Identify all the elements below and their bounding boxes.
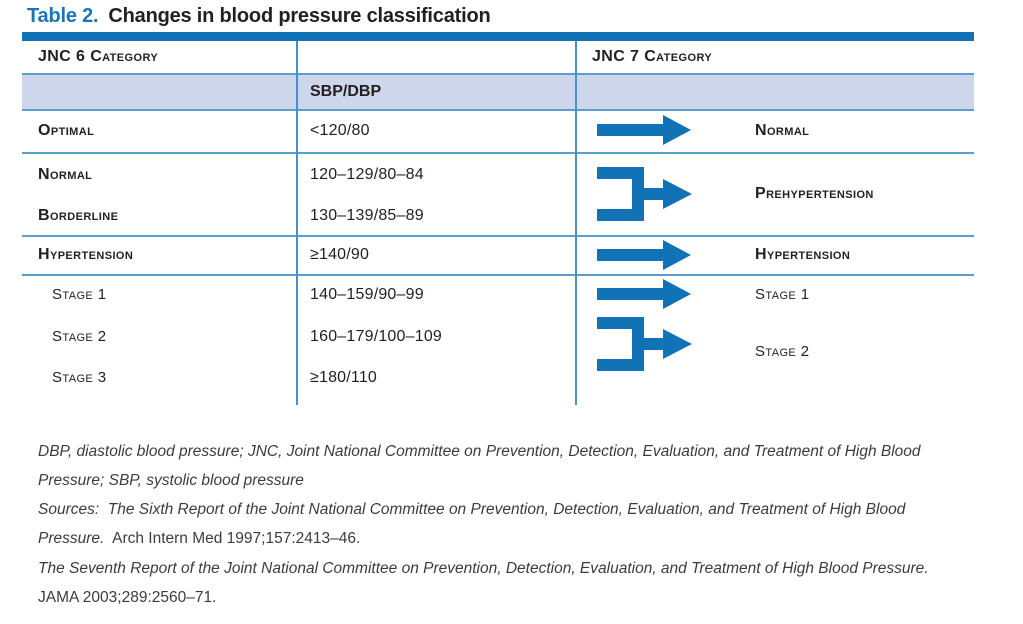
jnc6-optimal: Optimal [38, 122, 95, 139]
rule-below-shaded-band [22, 109, 974, 111]
straight-arrow-optimal-to-normal [597, 115, 691, 145]
value-stage-1: 140–159/90–99 [310, 286, 424, 303]
merge-arrow-stage2-stage3-to-stage2 [597, 317, 692, 371]
rule-below-header [22, 73, 974, 75]
table-number-label: Table 2. [27, 5, 99, 27]
value-stage-2: 160–179/100–109 [310, 328, 443, 345]
header-jnc6-category: JNC 6 Category [38, 48, 159, 65]
jnc7-normal: Normal [755, 122, 810, 139]
jnc7-hypertension: Hypertension [755, 246, 851, 263]
table-top-bar [22, 32, 974, 41]
jnc7-prehypertension: Prehypertension [755, 185, 874, 202]
rule-below-optimal [22, 152, 974, 154]
jnc6-stage-3: Stage 3 [52, 369, 107, 386]
value-stage-3: ≥180/110 [310, 369, 378, 386]
header-sbp-dbp: SBP/DBP [310, 83, 382, 100]
footnote-abbreviations-text: DBP, diastolic blood pressure; JNC, Join… [38, 443, 925, 489]
jnc6-stage-1: Stage 1 [52, 286, 107, 303]
jnc6-hypertension: Hypertension [38, 246, 134, 263]
rule-below-hypertension [22, 274, 974, 276]
footnote-seventh-title: The Seventh Report of the Joint National… [38, 560, 929, 577]
value-optimal: <120/80 [310, 122, 370, 139]
straight-arrow-hypertension-to-hypertension [597, 240, 691, 270]
table-title-text: Changes in blood pressure classification [108, 5, 491, 27]
column-divider-2 [575, 41, 577, 405]
jnc7-stage-2: Stage 2 [755, 343, 810, 360]
header-jnc7-category: JNC 7 Category [592, 48, 713, 65]
footnote-abbreviations: DBP, diastolic blood pressure; JNC, Join… [38, 438, 956, 495]
rule-below-borderline [22, 235, 974, 237]
jnc6-stage-2: Stage 2 [52, 328, 107, 345]
footnote-seventh-citation: JAMA 2003;289:2560–71. [38, 560, 938, 606]
footnote-sources-title: Sources: The Sixth Report of the Joint N… [38, 501, 910, 547]
jnc6-normal: Normal [38, 166, 93, 183]
table-title: Table 2. Changes in blood pressure classi… [27, 5, 491, 28]
sbp-dbp-shaded-band [22, 75, 974, 109]
footnote-sources-citation: Arch Intern Med 1997;157:2413–46. [104, 529, 361, 547]
column-divider-1 [296, 41, 298, 405]
straight-arrow-stage1-to-stage1 [597, 279, 691, 309]
merge-arrow-normal-borderline-to-prehypertension [597, 167, 692, 221]
footnote-sources: Sources: The Sixth Report of the Joint N… [38, 496, 956, 553]
jnc7-stage-1: Stage 1 [755, 286, 810, 303]
value-normal: 120–129/80–84 [310, 166, 424, 183]
value-borderline: 130–139/85–89 [310, 207, 424, 224]
jnc6-borderline: Borderline [38, 207, 119, 224]
footnote-seventh-report: The Seventh Report of the Joint National… [38, 555, 956, 612]
value-hypertension: ≥140/90 [310, 246, 370, 263]
